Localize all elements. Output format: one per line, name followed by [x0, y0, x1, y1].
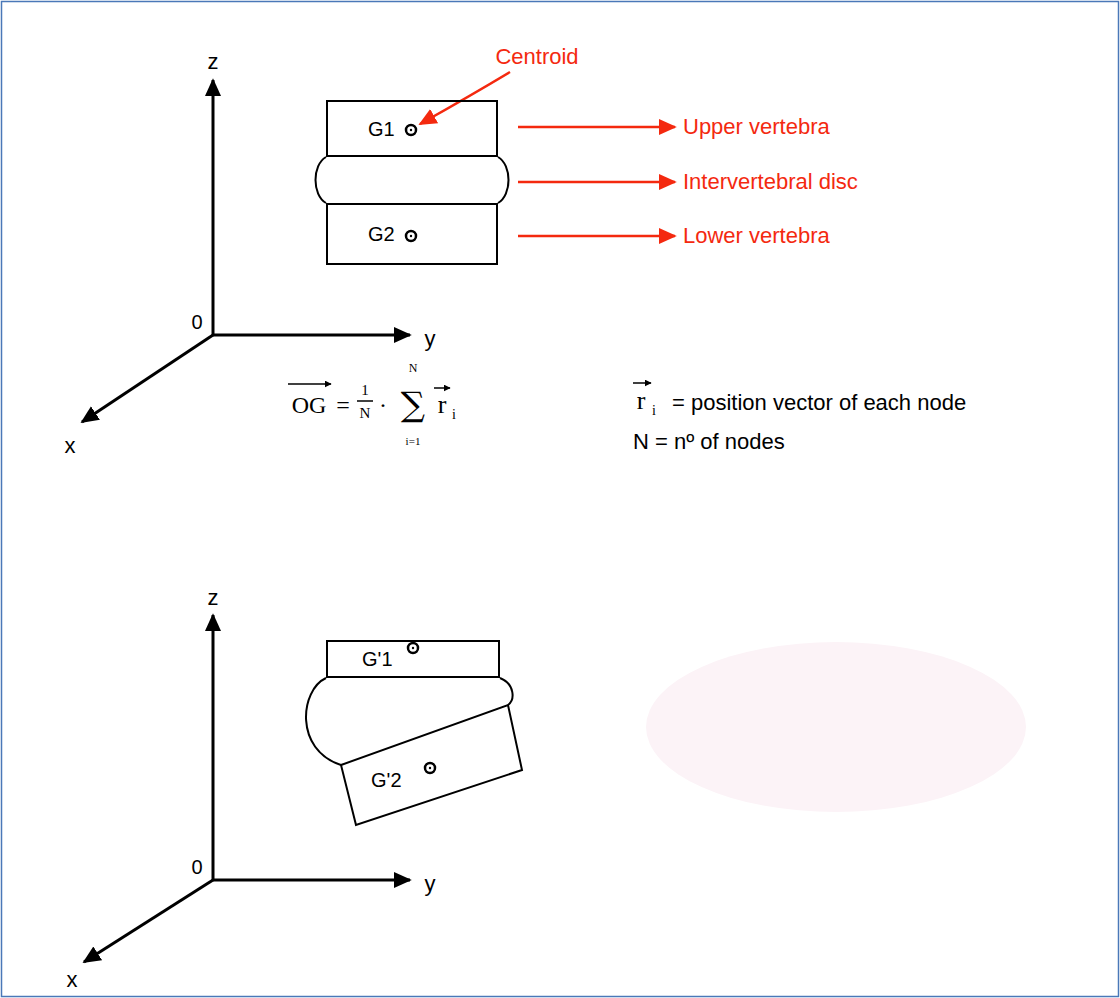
vertebra-box: G'1 — [326, 640, 500, 678]
origin-label: 0 — [191, 857, 202, 877]
disc-bottom — [306, 678, 513, 765]
tilted-outline-shape — [341, 705, 522, 825]
formula-term: r — [637, 388, 646, 414]
vertebra-box: G2 — [326, 203, 498, 265]
axis-label: x — [65, 435, 76, 457]
formula-operator: · — [379, 393, 387, 417]
axes-top — [82, 80, 410, 422]
formula-operator: = — [336, 393, 350, 417]
disc-top — [316, 157, 509, 203]
centroid-label: G'1 — [362, 649, 393, 669]
part-label: Upper vertebra — [683, 116, 830, 138]
sum-limit: i=1 — [406, 436, 421, 447]
tilted-outline — [341, 705, 522, 825]
formula-term: OG — [292, 393, 327, 417]
formula-subscript: i — [452, 408, 456, 422]
definition-note: N = nº of nodes — [633, 431, 785, 453]
axis-label: y — [425, 873, 436, 895]
origin-label: 0 — [191, 312, 202, 332]
formula-term: r — [438, 392, 447, 418]
faint-blob — [646, 642, 1026, 812]
centroid-label: G'2 — [371, 770, 402, 790]
callout-label: Centroid — [495, 46, 578, 68]
tilted-vertebra-box: G'2 — [341, 705, 522, 825]
definition-note: = position vector of each node — [672, 392, 966, 414]
axis-label: y — [425, 328, 436, 350]
formula-denominator: N — [360, 406, 371, 421]
sum-symbol: ∑ — [401, 387, 425, 421]
part-label: Lower vertebra — [683, 225, 830, 247]
centroid-label: G1 — [368, 119, 395, 139]
axis-label: z — [208, 587, 219, 609]
axis-label: x — [67, 969, 78, 991]
centroid-dot-centres — [410, 129, 431, 769]
sum-limit: N — [409, 362, 418, 374]
red-arrows — [420, 72, 675, 236]
axis-label: z — [208, 51, 219, 73]
vertebra-box: G1 — [326, 100, 498, 157]
formula-subscript: i — [652, 404, 656, 418]
centroid-dots — [406, 125, 435, 773]
centroid-label: G2 — [368, 224, 395, 244]
axes-bottom — [84, 615, 410, 962]
formula-numerator: 1 — [361, 383, 369, 398]
part-label: Intervertebral disc — [683, 171, 858, 193]
